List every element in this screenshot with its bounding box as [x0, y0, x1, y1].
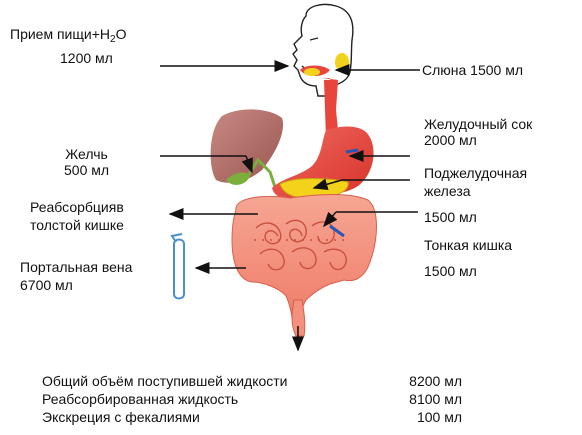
portal-vein — [174, 240, 184, 299]
summary-name: Общий объём поступившей жидкости — [42, 372, 288, 390]
summary-row: Общий объём поступившей жидкости 8200 мл — [42, 372, 462, 390]
summary-value: 100 мл — [392, 408, 462, 426]
saliva-label: Слюна 1500 мл — [422, 62, 523, 78]
summary-row: Реабсорбированная жидкость 8100 мл — [42, 390, 462, 408]
fluid-summary: Общий объём поступившей жидкости 8200 мл… — [42, 372, 462, 426]
summary-value: 8100 мл — [392, 390, 462, 408]
intake-label: Прием пищи+Н2О — [10, 26, 126, 42]
liver — [211, 109, 283, 182]
large-intestine — [232, 195, 377, 331]
summary-name: Реабсорбированная жидкость — [42, 390, 238, 408]
head-outline — [293, 4, 353, 96]
intake-volume: 1200 мл — [60, 50, 113, 66]
salivary-gland — [335, 53, 349, 71]
summary-name: Экскреция с фекалиями — [42, 408, 200, 426]
summary-value: 8200 мл — [392, 372, 462, 390]
summary-row: Экскреция с фекалиями 100 мл — [42, 408, 462, 426]
